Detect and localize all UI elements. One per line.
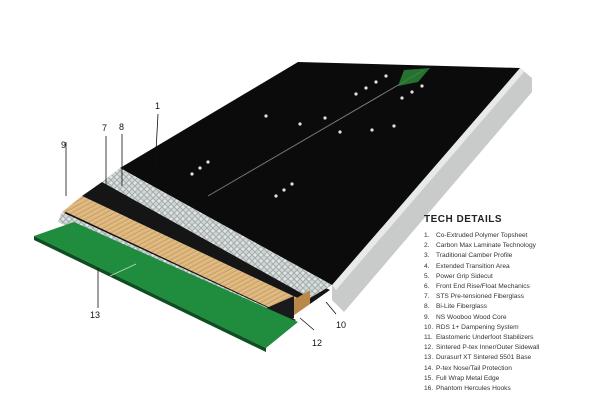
list-item: 13.Durasurf XT Sintered 5501 Base [424,353,596,363]
callout-9: 9 [61,140,66,150]
leader-1 [154,113,159,171]
list-item: 2. Carbon Max Laminate Technology [424,241,596,251]
item-label: Phantom Hercules Hooks [436,385,511,393]
item-number: 13. [424,354,434,362]
callout-10: 10 [336,320,346,330]
list-item: 7. STS Pre-tensioned Fiberglass [424,292,596,302]
list-item: 12.Sintered P-tex Inner/Outer Sidewall [424,343,596,353]
item-label: Power Grip Sidecut [436,272,493,280]
list-item: 14.P-tex Nose/Tail Protection [424,364,596,374]
callout-13: 13 [90,310,100,320]
metal-edge-layer [332,68,532,312]
item-number: 4. [424,262,430,270]
list-item: 4. Extended Transition Area [424,262,596,272]
item-label: Carbon Max Laminate Technology [436,242,536,250]
callout-8: 8 [119,122,124,132]
item-number: 16. [424,385,434,393]
wood-core-edge [290,290,310,318]
list-item: 9. NS Wooboo Wood Core [424,313,596,323]
item-number: 12. [424,344,434,352]
item-number: 14. [424,364,434,372]
topsheet-green-accent [398,68,430,86]
leader-10-v [325,301,337,315]
upper-fiberglass-layer [102,168,332,298]
item-label: Full Wrap Metal Edge [436,374,500,382]
list-item: 15.Full Wrap Metal Edge [424,374,596,384]
item-label: Elastomeric Underfoot Stabilizers [436,334,534,342]
item-number: 9. [424,313,430,321]
tech-details-panel: TECH DETAILS 1. Co-Extruded Polymer Topsh… [424,214,596,394]
item-number: 5. [424,272,430,280]
item-number: 6. [424,283,430,291]
item-number: 2. [424,242,430,250]
item-number: 8. [424,303,430,311]
insert-holes [190,74,424,198]
item-number: 11. [424,334,433,342]
item-label: Bi-Lite Fiberglass [436,303,487,311]
list-item: 6. Front End Rise/Float Mechanics [424,282,596,292]
item-label: Extended Transition Area [436,262,510,270]
item-label: Co-Extruded Polymer Topsheet [436,232,528,239]
item-label: P-tex Nose/Tail Protection [436,364,512,372]
item-number: 7. [424,293,430,301]
list-item: 8. Bi-Lite Fiberglass [424,302,596,312]
base-seam [109,263,137,277]
tech-details-list: 1. Co-Extruded Polymer Topsheet 2. Carbon … [424,231,596,394]
list-item: 3. Traditional Camber Profile [424,251,596,261]
wood-core-layer [62,196,310,318]
base-layer [34,222,298,348]
item-number: 10. [424,323,434,331]
item-number: 1. [424,232,430,239]
list-item: 5. Power Grip Sidecut [424,272,596,282]
item-label: RDS 1+ Dampening System [436,323,519,331]
item-label: Sintered P-tex Inner/Outer Sidewall [436,344,540,352]
item-label: STS Pre-tensioned Fiberglass [436,293,524,301]
base-edge [34,236,266,352]
item-label: Traditional Camber Profile [436,252,513,260]
topsheet-stripe [207,69,425,197]
topsheet-layer [120,62,520,285]
list-item: 1. Co-Extruded Polymer Topsheet [424,231,596,241]
item-number: 15. [424,374,434,382]
item-number: 3. [424,252,430,260]
callout-7: 7 [102,123,107,133]
item-label: NS Wooboo Wood Core [436,313,507,321]
item-label: Front End Rise/Float Mechanics [436,283,530,291]
callout-12: 12 [312,338,322,348]
item-label: Durasurf XT Sintered 5501 Base [436,354,532,362]
callout-1: 1 [155,101,160,111]
list-item: 11.Elastomeric Underfoot Stabilizers [424,333,596,343]
edge-highlight [332,68,524,290]
list-item: 10.RDS 1+ Dampening System [424,323,596,333]
tech-details-title: TECH DETAILS [424,214,503,225]
leader-12 [299,317,315,331]
list-item: 16.Phantom Hercules Hooks [424,384,596,394]
